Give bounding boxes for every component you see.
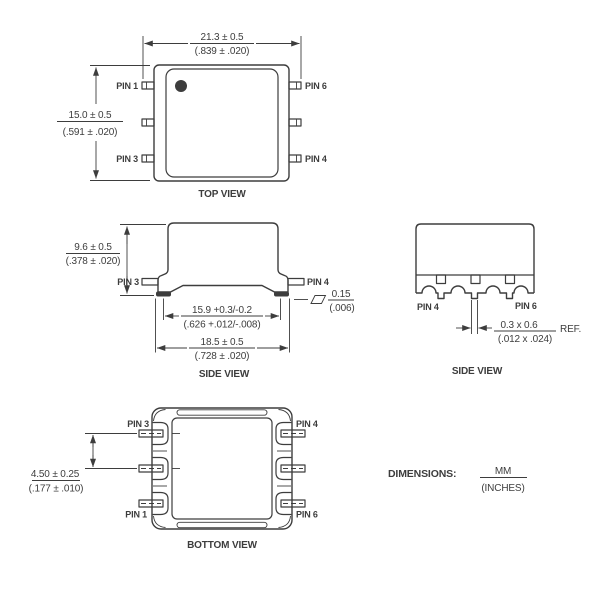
view-title: SIDE VIEW [452,366,503,377]
pin-pad [152,456,169,481]
pin-label: PIN 4 [307,277,329,287]
pin-lead-root [470,274,481,285]
pin-lead [141,118,155,127]
corner-relief [278,515,291,528]
package-side-profile [157,222,289,292]
view-title: BOTTOM VIEW [187,540,258,551]
pin-lead [141,81,155,90]
standoff-foot [274,291,289,297]
pin-lead [280,429,306,438]
flatness-symbol-icon [310,295,327,304]
pin-label: PIN 3 [116,154,138,164]
corner-relief [278,409,291,422]
side-width-dim-in: (.728 ± .020) [195,351,250,362]
pin-label: PIN 4 [305,154,327,164]
pin-lead [138,499,164,508]
pin-lead [141,154,155,163]
top-width-dim-mm: 21.3 ± 0.5 [201,32,244,43]
edge-rail [176,409,268,416]
units-mm: MM [495,466,511,477]
top-height-dim-in: (.591 ± .020) [63,127,118,138]
pin-lead [138,464,164,473]
pin-label: PIN 6 [515,301,537,311]
pin-lead [288,118,302,127]
lead-dim-in: (.012 x .024) [498,334,552,345]
units-note: DIMENSIONS: MM (INCHES) [388,466,527,494]
lead-dim-ref: REF. [560,324,581,335]
package-cavity [171,417,273,520]
pin-lead [141,277,159,286]
pin-lead-root [504,274,516,285]
corner-relief [153,515,166,528]
top-width-dim-in: (.839 ± .020) [195,46,250,57]
pin-label: PIN 3 [117,277,139,287]
pin-pad [152,491,169,516]
pin-lead [288,81,302,90]
standoff-foot [156,291,171,297]
units-inches: (INCHES) [481,483,524,494]
view-title: SIDE VIEW [199,369,250,380]
bottom-view: PIN 3 PIN 4 PIN 1 PIN 6 4.50 ± 0.25 (.17… [29,407,318,551]
standoff-dim-in: (.626 +.012/-.008) [183,320,260,331]
pin-label: PIN 4 [417,302,439,312]
package-outer-body [153,64,290,182]
pin-label: PIN 1 [125,510,147,520]
pin-lead [280,499,306,508]
pin-pad [275,456,292,481]
coplanarity-dim-in: (.006) [329,303,354,314]
pin-lead [287,277,305,286]
standoff-dim-mm: 15.9 +0.3/-0.2 [192,305,252,316]
pin-label: PIN 6 [296,510,318,520]
pin-pad [275,421,292,446]
top-height-dim-mm: 15.0 ± 0.5 [69,110,112,121]
pin-lead-root [435,274,447,285]
package-molded-body [165,68,279,178]
pitch-dim-mm: 4.50 ± 0.25 [31,469,80,480]
package-end-profile [415,223,535,293]
pin-pad [152,421,169,446]
side-view-front: 9.6 ± 0.5 (.378 ± .020) PIN 3 PIN 4 15.9… [66,222,355,380]
coplanarity-dim-mm: 0.15 [332,289,351,300]
pin-label: PIN 6 [305,81,327,91]
package-bottom-edge [158,284,288,293]
package-bottom-arches [416,285,534,300]
pitch-dim-in: (.177 ± .010) [29,484,84,495]
corner-relief [153,409,166,422]
pin-lead [138,429,164,438]
pin-lead [288,154,302,163]
pin-pad [275,491,292,516]
side-view-end: PIN 4 PIN 6 0.3 x 0.6 (.012 x .024) REF.… [415,223,581,377]
top-view: 21.3 ± 0.5 (.839 ± .020) 15.0 ± 0.5 (.59… [57,32,327,200]
view-title: TOP VIEW [198,189,246,200]
lead-dim-mm: 0.3 x 0.6 [500,320,538,331]
pin-lead [280,464,306,473]
pin-label: PIN 3 [127,419,149,429]
side-width-dim-mm: 18.5 ± 0.5 [201,337,244,348]
pin-label: PIN 4 [296,419,318,429]
pin1-index-dot [175,80,187,92]
side-height-dim-mm: 9.6 ± 0.5 [74,242,112,253]
units-label: DIMENSIONS: [388,468,456,480]
side-height-dim-in: (.378 ± .020) [66,256,121,267]
pin-label: PIN 1 [116,81,138,91]
edge-rail [176,521,268,529]
